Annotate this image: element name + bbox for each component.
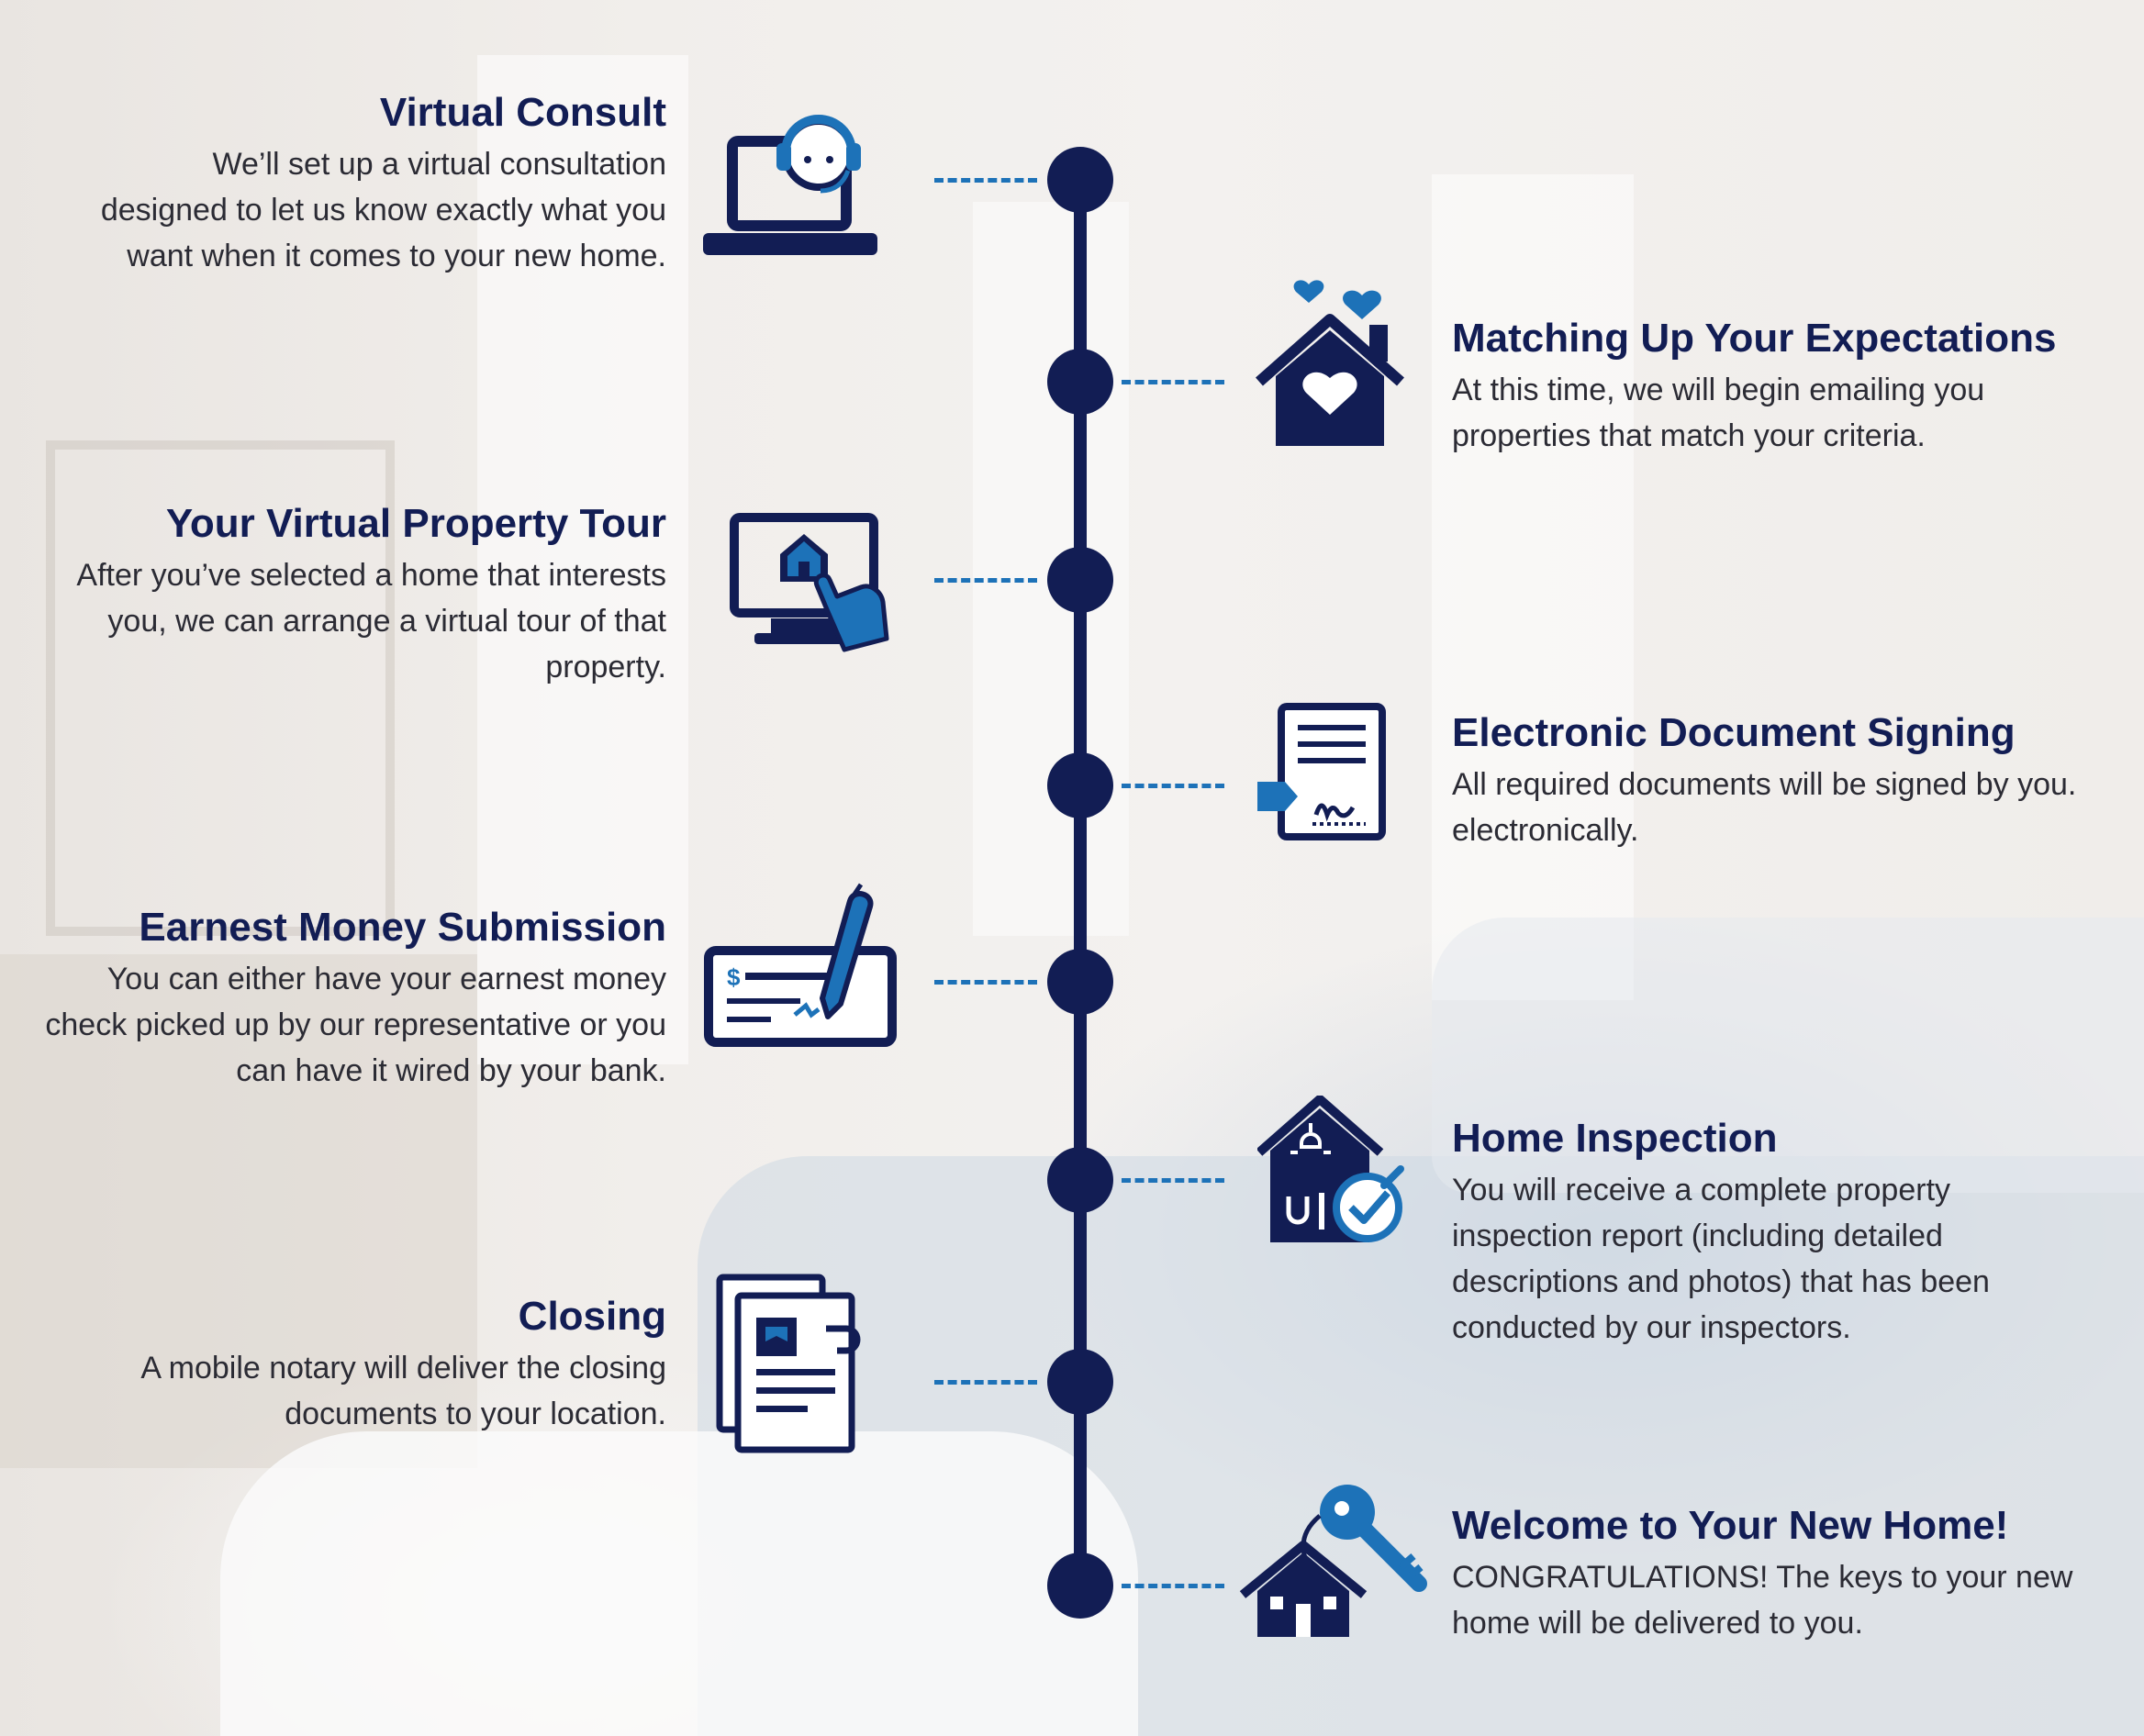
closing-documents-icon	[716, 1274, 861, 1453]
timeline-dot	[1047, 1552, 1113, 1619]
svg-text:$: $	[727, 963, 741, 991]
step-description: All required documents will be signed by…	[1452, 767, 2077, 848]
step-description: You can either have your earnest money c…	[45, 962, 666, 1088]
step-welcome-new-home: Welcome to Your New Home! CONGRATULATION…	[1452, 1501, 2094, 1646]
curtain-right	[1432, 174, 1634, 1000]
step-closing: Closing A mobile notary will deliver the…	[24, 1292, 666, 1437]
check-pen-icon: $	[704, 883, 897, 1047]
step-description: CONGRATULATIONS! The keys to your new ho…	[1452, 1560, 2073, 1641]
step-title: Your Virtual Property Tour	[165, 501, 666, 546]
ottoman	[220, 1431, 1138, 1736]
connector-dash	[1122, 1584, 1224, 1588]
step-virtual-consult: Virtual Consult We’ll set up a virtual c…	[24, 88, 666, 279]
step-title: Earnest Money Submission	[139, 905, 666, 950]
dresser	[0, 954, 477, 1468]
connector-dash	[1122, 380, 1224, 384]
step-description: At this time, we will begin emailing you…	[1452, 373, 1985, 453]
step-home-inspection: Home Inspection You will receive a compl…	[1452, 1114, 2094, 1351]
step-earnest-money-submission: Earnest Money Submission You can either …	[24, 903, 666, 1094]
timeline-dot	[1047, 547, 1113, 613]
step-title: Electronic Document Signing	[1452, 710, 2016, 755]
pillows	[1432, 918, 2144, 1193]
step-title: Home Inspection	[1452, 1116, 1778, 1161]
timeline-dot	[1047, 147, 1113, 213]
step-virtual-property-tour: Your Virtual Property Tour After you’ve …	[24, 499, 666, 690]
timeline-dot	[1047, 1349, 1113, 1415]
connector-dash	[934, 178, 1037, 183]
connector-dash	[934, 980, 1037, 985]
step-description: You will receive a complete property ins…	[1452, 1173, 1990, 1345]
step-matching-expectations: Matching Up Your Expectations At this ti…	[1452, 314, 2094, 459]
step-description: A mobile notary will deliver the closing…	[140, 1351, 666, 1431]
step-description: After you’ve selected a home that intere…	[76, 558, 666, 684]
step-description: We’ll set up a virtual consultation desi…	[100, 147, 666, 273]
step-electronic-document-signing: Electronic Document Signing All required…	[1452, 708, 2094, 853]
house-key-icon	[1239, 1485, 1427, 1637]
curtain-left	[477, 55, 688, 1064]
picture-frame	[46, 440, 395, 936]
connector-dash	[934, 1380, 1037, 1385]
signature-document-icon	[1257, 703, 1386, 840]
timeline-line	[1074, 180, 1087, 1586]
house-inspection-icon	[1257, 1096, 1404, 1242]
connector-dash	[1122, 1178, 1224, 1183]
timeline-dot	[1047, 949, 1113, 1015]
headset-laptop-icon	[703, 115, 877, 255]
house-heart-icon	[1256, 280, 1404, 446]
timeline-dot	[1047, 1147, 1113, 1213]
connector-dash	[1122, 784, 1224, 788]
step-title: Welcome to Your New Home!	[1452, 1503, 2009, 1548]
step-title: Closing	[518, 1294, 666, 1339]
monitor-touch-icon	[730, 513, 889, 652]
timeline-dot	[1047, 752, 1113, 818]
timeline-dot	[1047, 349, 1113, 415]
step-title: Virtual Consult	[379, 90, 666, 135]
step-title: Matching Up Your Expectations	[1452, 316, 2057, 361]
connector-dash	[934, 578, 1037, 583]
